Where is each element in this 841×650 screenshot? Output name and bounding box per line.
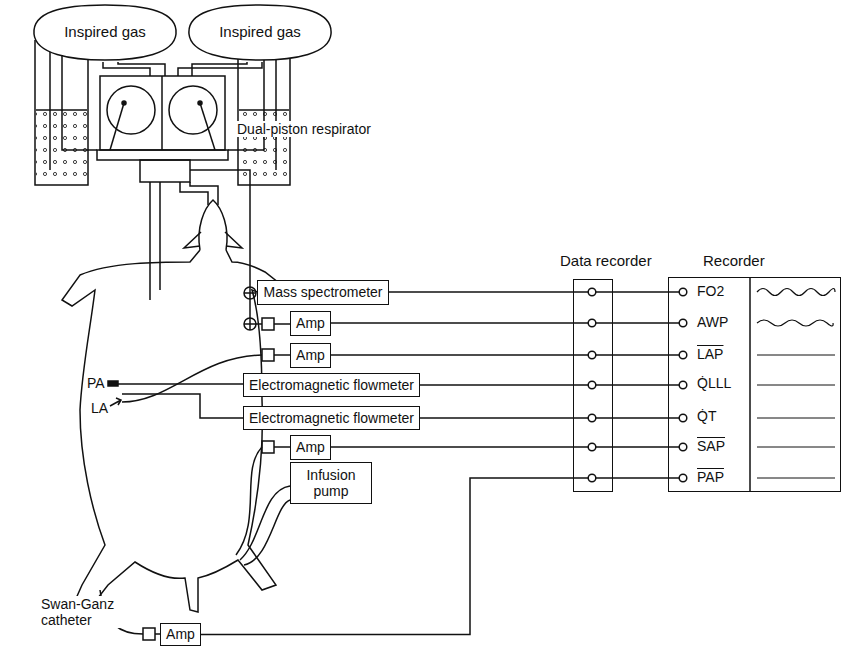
drawing-stroke	[249, 318, 251, 330]
box-label: Amp	[166, 626, 195, 642]
drawing-stroke	[103, 62, 165, 76]
chart-recorder-box: Recorder	[668, 277, 841, 492]
drawing-stroke	[274, 354, 290, 356]
drawing-stroke	[240, 486, 290, 560]
drawing-stroke	[262, 349, 274, 361]
data-recorder-box: Data recorder	[573, 279, 613, 492]
amplifier-box: Amp	[290, 311, 331, 336]
signal-name: Q̇T	[696, 408, 717, 424]
drawing-stroke	[249, 287, 251, 299]
signal-name: FO2	[696, 283, 725, 299]
gas-bag: Inspired gas	[185, 2, 335, 62]
drawing-stroke	[184, 232, 242, 248]
drawing-stroke	[679, 443, 687, 451]
amplifier-box: Amp	[290, 435, 331, 460]
box-label: Amp	[296, 315, 325, 331]
signal-name: AWP	[696, 314, 729, 330]
signal-wire	[201, 478, 573, 635]
drawing-stroke	[118, 383, 243, 385]
flowmeter-box: Electromagnetic flowmeter	[243, 406, 420, 430]
part-label: PA	[86, 375, 106, 391]
box-heading: Data recorder	[560, 252, 652, 269]
instrument-box: Mass spectrometer	[257, 280, 389, 305]
drawing-stroke	[274, 446, 290, 448]
drawing-stroke	[122, 355, 262, 402]
drawing-stroke	[100, 76, 225, 150]
drawing-stroke	[62, 250, 288, 616]
drawing-stroke	[274, 323, 290, 325]
signal-wire	[420, 417, 573, 419]
drawing-stroke	[110, 398, 121, 406]
drawing-stroke	[244, 500, 290, 565]
drawing-stroke	[200, 103, 215, 150]
box-label: Electromagnetic flowmeter	[249, 377, 414, 393]
drawing-stroke	[262, 441, 274, 453]
signal-name: Q̇LLL	[696, 375, 732, 391]
signal-wire	[331, 322, 573, 324]
pump-box: Infusion pump	[290, 462, 372, 504]
bag-shape	[34, 5, 176, 60]
signal-wire	[331, 446, 573, 448]
signal-name: SAP	[696, 438, 726, 454]
drawing-stroke	[679, 319, 687, 327]
flowmeter-box: Electromagnetic flowmeter	[243, 373, 420, 397]
drawing-stroke	[244, 318, 256, 330]
drawing-stroke	[110, 103, 124, 150]
bag-shape	[189, 5, 331, 60]
drawing-stroke	[199, 200, 227, 250]
drawing-stroke	[143, 628, 155, 640]
drawing-stroke	[150, 182, 160, 300]
drawing-stroke	[169, 86, 217, 134]
drawing-stroke	[588, 319, 596, 327]
drawing-stroke	[178, 62, 262, 76]
drawing-stroke	[107, 86, 155, 134]
part-label: Swan-Ganz catheter	[40, 596, 138, 628]
signal-wire	[420, 384, 573, 386]
amplifier-box: Amp	[290, 343, 331, 368]
drawing-stroke	[190, 170, 250, 318]
gas-bag: Inspired gas	[30, 2, 180, 62]
box-label: Amp	[296, 439, 325, 455]
drawing-stroke	[35, 28, 835, 640]
drawing-stroke	[236, 447, 262, 555]
drawing-stroke	[588, 351, 596, 359]
amplifier-box: Amp	[160, 623, 201, 646]
box-heading: Recorder	[703, 252, 765, 269]
drawing-stroke	[262, 318, 274, 330]
drawing-stroke	[161, 76, 163, 150]
signal-name: PAP	[696, 469, 725, 485]
drawing-stroke	[140, 160, 190, 182]
box-label: Inspired gas	[64, 23, 146, 40]
drawing-stroke	[757, 289, 835, 296]
drawing-stroke	[588, 474, 596, 482]
drawing-stroke	[679, 474, 687, 482]
box-label: Inspired gas	[219, 23, 301, 40]
drawing-stroke	[757, 355, 835, 478]
part-label: LA	[90, 400, 109, 416]
drawing-stroke	[588, 381, 596, 389]
part-label: Dual-piston respirator	[236, 121, 372, 137]
signal-name: LAP	[696, 346, 724, 362]
drawing-stroke	[679, 381, 687, 389]
drawing-stroke	[97, 150, 228, 160]
drawing-stroke	[749, 278, 751, 492]
drawing-stroke	[679, 288, 687, 296]
box-label: Mass spectrometer	[263, 284, 382, 300]
drawing-stroke	[122, 394, 243, 418]
box-label: Infusion pump	[291, 467, 371, 499]
box-label: Amp	[296, 347, 325, 363]
drawing-stroke	[757, 320, 833, 326]
drawing-stroke	[588, 288, 596, 296]
signal-wire	[389, 291, 573, 293]
drawing-stroke	[679, 351, 687, 359]
box-label: Electromagnetic flowmeter	[249, 410, 414, 426]
drawing-stroke	[679, 414, 687, 422]
drawing-stroke	[573, 288, 687, 482]
drawing-stroke	[588, 443, 596, 451]
drawing-stroke	[108, 381, 118, 386]
drawing-stroke	[588, 414, 596, 422]
signal-wire	[331, 354, 573, 356]
